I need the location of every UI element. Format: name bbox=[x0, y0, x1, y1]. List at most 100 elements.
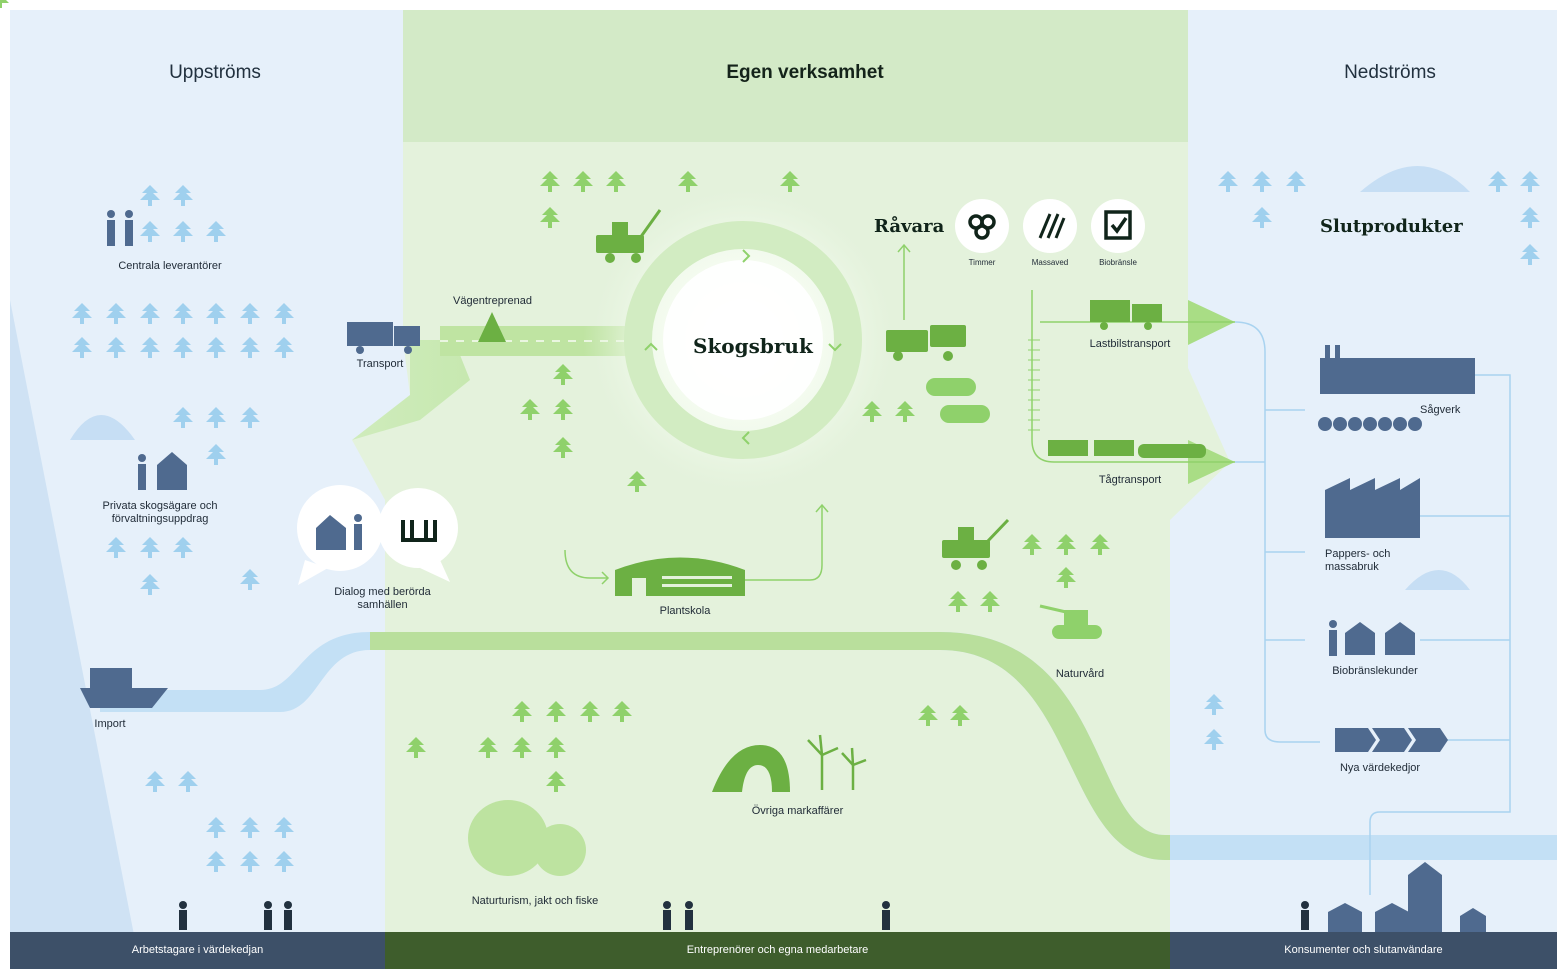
blue-tree-icon bbox=[106, 337, 126, 358]
green-tree-icon bbox=[980, 591, 1000, 612]
green-tree-icon bbox=[627, 471, 647, 492]
blue-tree-icon bbox=[140, 337, 160, 358]
green-tree-icon bbox=[895, 401, 915, 422]
green-tree-icon bbox=[1056, 567, 1076, 588]
blue-tree-icon bbox=[173, 537, 193, 558]
label-transport: Transport bbox=[356, 358, 404, 370]
forwarder-center bbox=[886, 325, 966, 361]
blue-tree-icon bbox=[274, 303, 294, 324]
green-tree-icon bbox=[553, 364, 573, 385]
label-tourism: Naturturism, jakt och fiske bbox=[471, 895, 599, 907]
label-truck: Lastbilstransport bbox=[1089, 338, 1171, 350]
blue-tree-icon bbox=[1204, 694, 1224, 715]
downstream-connectors bbox=[1234, 321, 1511, 895]
green-tree-icon bbox=[512, 701, 532, 722]
label-biofuel-customers: Biobränslekunder bbox=[1332, 665, 1418, 677]
biofuel-customers bbox=[1345, 622, 1415, 655]
label-suppliers: Centrala leverantörer bbox=[118, 260, 222, 272]
green-tree-icon bbox=[580, 701, 600, 722]
blue-tree-icon bbox=[1252, 207, 1272, 228]
harvester-right bbox=[942, 518, 1010, 570]
road-band bbox=[352, 330, 640, 440]
blue-tree-icon bbox=[1286, 171, 1306, 192]
green-tree-icon bbox=[612, 701, 632, 722]
own-header-band bbox=[403, 10, 1188, 142]
center-label: Skogsbruk bbox=[693, 334, 813, 358]
blue-tree-icon bbox=[1520, 244, 1540, 265]
green-tree-icon bbox=[950, 705, 970, 726]
log-truck bbox=[1090, 300, 1162, 330]
green-tree-icon bbox=[1056, 534, 1076, 555]
green-tree-icon bbox=[1022, 534, 1042, 555]
label-paper-mill: Pappers- och massabruk bbox=[1325, 548, 1391, 573]
value-chain-arrows bbox=[1335, 728, 1448, 752]
blue-tree-icon bbox=[140, 574, 160, 595]
harvester-top bbox=[596, 209, 662, 263]
green-tree-icon bbox=[553, 437, 573, 458]
blue-tree-icon bbox=[206, 444, 226, 465]
green-tree-icon bbox=[918, 705, 938, 726]
end-products-title: Slutprodukter bbox=[1320, 216, 1463, 237]
blue-tree-icon bbox=[173, 303, 193, 324]
blue-tree-icon bbox=[140, 537, 160, 558]
blue-tree-icon bbox=[274, 851, 294, 872]
blue-tree-icon bbox=[173, 185, 193, 206]
biobransle-circle bbox=[1091, 199, 1145, 253]
workers bbox=[179, 901, 1309, 930]
blue-tree-icon bbox=[1520, 207, 1540, 228]
city bbox=[1328, 862, 1486, 932]
label-land: Övriga markaffärer bbox=[751, 805, 844, 817]
bottom-middle-label: Entreprenörer och egna medarbetare bbox=[686, 944, 869, 956]
blue-tree-icon bbox=[206, 337, 226, 358]
plantskola-building bbox=[615, 557, 745, 596]
blue-tree-icon bbox=[173, 337, 193, 358]
raw-material-title: Råvara bbox=[874, 216, 945, 237]
section-upstream: Uppströms bbox=[169, 62, 261, 83]
blue-tree-icon bbox=[1204, 729, 1224, 750]
blue-tree-icon bbox=[106, 537, 126, 558]
label-private-owners: Privata skogsägare och förvaltningsuppdr… bbox=[102, 500, 218, 525]
green-tree-icon bbox=[862, 401, 882, 422]
cycle-ring bbox=[624, 221, 862, 459]
green-tree-icon bbox=[512, 737, 532, 758]
blue-tree-icon bbox=[178, 771, 198, 792]
green-tree-icon bbox=[540, 171, 560, 192]
green-tree-icon bbox=[406, 737, 426, 758]
blue-tree-icon bbox=[240, 851, 260, 872]
green-tree-icon bbox=[606, 171, 626, 192]
blue-tree-icon bbox=[1520, 171, 1540, 192]
green-tree-icon bbox=[520, 399, 540, 420]
dialog-bubble-right bbox=[378, 488, 458, 568]
green-tree-icon bbox=[948, 591, 968, 612]
paper-mill bbox=[1325, 478, 1420, 538]
green-tree-icon bbox=[546, 701, 566, 722]
pond bbox=[468, 800, 548, 876]
blue-tree-icon bbox=[140, 221, 160, 242]
bottom-left-label: Arbetstagare i värdekedjan bbox=[131, 944, 264, 956]
blue-tree-icon bbox=[240, 303, 260, 324]
label-new-value-chains: Nya värdekedjor bbox=[1339, 762, 1421, 774]
blue-tree-icon bbox=[72, 337, 92, 358]
green-tree-icon bbox=[546, 771, 566, 792]
green-tree-icon bbox=[478, 737, 498, 758]
massaved-circle bbox=[1023, 199, 1077, 253]
blue-tree-icon bbox=[106, 303, 126, 324]
blue-tree-icon bbox=[72, 303, 92, 324]
upstream-truck bbox=[347, 322, 420, 354]
green-tree-icon bbox=[546, 737, 566, 758]
label-train: Tågtransport bbox=[1098, 474, 1162, 486]
sawmill bbox=[1318, 345, 1475, 431]
green-tree-icon bbox=[540, 207, 560, 228]
blue-tree-icon bbox=[145, 771, 165, 792]
green-tree-icon bbox=[573, 171, 593, 192]
blue-tree-icon bbox=[140, 185, 160, 206]
raw-item-timmer: Timmer bbox=[968, 258, 996, 267]
green-tree-icon bbox=[553, 399, 573, 420]
green-trees bbox=[0, 0, 9, 8]
label-road: Vägentreprenad bbox=[453, 295, 532, 307]
excavator bbox=[1039, 604, 1102, 639]
blue-tree-icon bbox=[173, 407, 193, 428]
blue-tree-icon bbox=[206, 407, 226, 428]
blue-tree-icon bbox=[274, 817, 294, 838]
section-downstream: Nedströms bbox=[1344, 62, 1436, 83]
